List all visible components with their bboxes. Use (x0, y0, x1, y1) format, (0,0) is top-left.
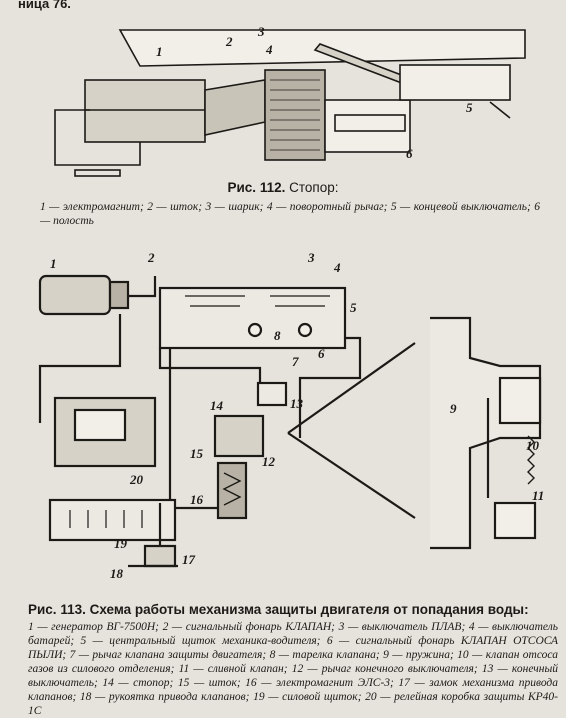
fig113-label-20: 20 (129, 472, 144, 487)
figure-113-legend: 1 — генератор ВГ-7500Н; 2 — сигнальный ф… (28, 621, 558, 717)
figure-113-caption-prefix: Рис. 113. (28, 602, 86, 617)
fig113-label-19: 19 (114, 536, 128, 551)
fig113-label-15: 15 (190, 446, 204, 461)
figure-113-caption: Рис. 113. Схема работы механизма защиты … (28, 602, 558, 617)
fig112-label-1: 1 (156, 44, 163, 59)
fig113-label-13: 13 (290, 396, 304, 411)
fig113-label-6: 6 (318, 346, 325, 361)
fig113-label-3: 3 (307, 250, 315, 265)
fig112-label-5: 5 (466, 100, 473, 115)
fig113-label-2: 2 (147, 250, 155, 265)
fig113-label-12: 12 (262, 454, 276, 469)
figure-113-caption-title: Схема работы механизма защиты двигателя … (89, 602, 529, 617)
fig113-label-18: 18 (110, 566, 124, 581)
fig113-label-16: 16 (190, 492, 204, 507)
fig112-label-6: 6 (406, 146, 413, 161)
figure-112-drawing: 1 2 3 4 5 6 (54, 24, 526, 177)
fig113-label-17: 17 (182, 552, 196, 567)
figure-112-caption-title: Стопор: (289, 180, 339, 195)
fig112-label-2: 2 (225, 34, 233, 49)
fig113-label-9: 9 (450, 401, 457, 416)
fig113-label-14: 14 (210, 398, 224, 413)
page-fragment-text: ница 76. (18, 0, 71, 11)
fig113-label-10: 10 (526, 438, 540, 453)
figure-112-caption-prefix: Рис. 112. (227, 180, 286, 195)
fig113-label-5: 5 (350, 300, 357, 315)
fig113-label-1: 1 (50, 256, 57, 271)
fig113-label-11: 11 (532, 488, 544, 503)
figure-113-diagram: 1 2 3 4 5 6 7 8 9 10 11 12 13 14 15 16 1… (38, 250, 544, 581)
fig112-label-4: 4 (265, 42, 273, 57)
figure-112-legend: 1 — электромагнит; 2 — шток; 3 — шарик; … (40, 201, 540, 227)
fig113-label-4: 4 (333, 260, 341, 275)
fig113-label-7: 7 (292, 354, 299, 369)
fig112-label-3: 3 (257, 24, 265, 39)
figure-112-caption: Рис. 112. Стопор: (0, 180, 566, 195)
fig113-label-8: 8 (274, 328, 281, 343)
